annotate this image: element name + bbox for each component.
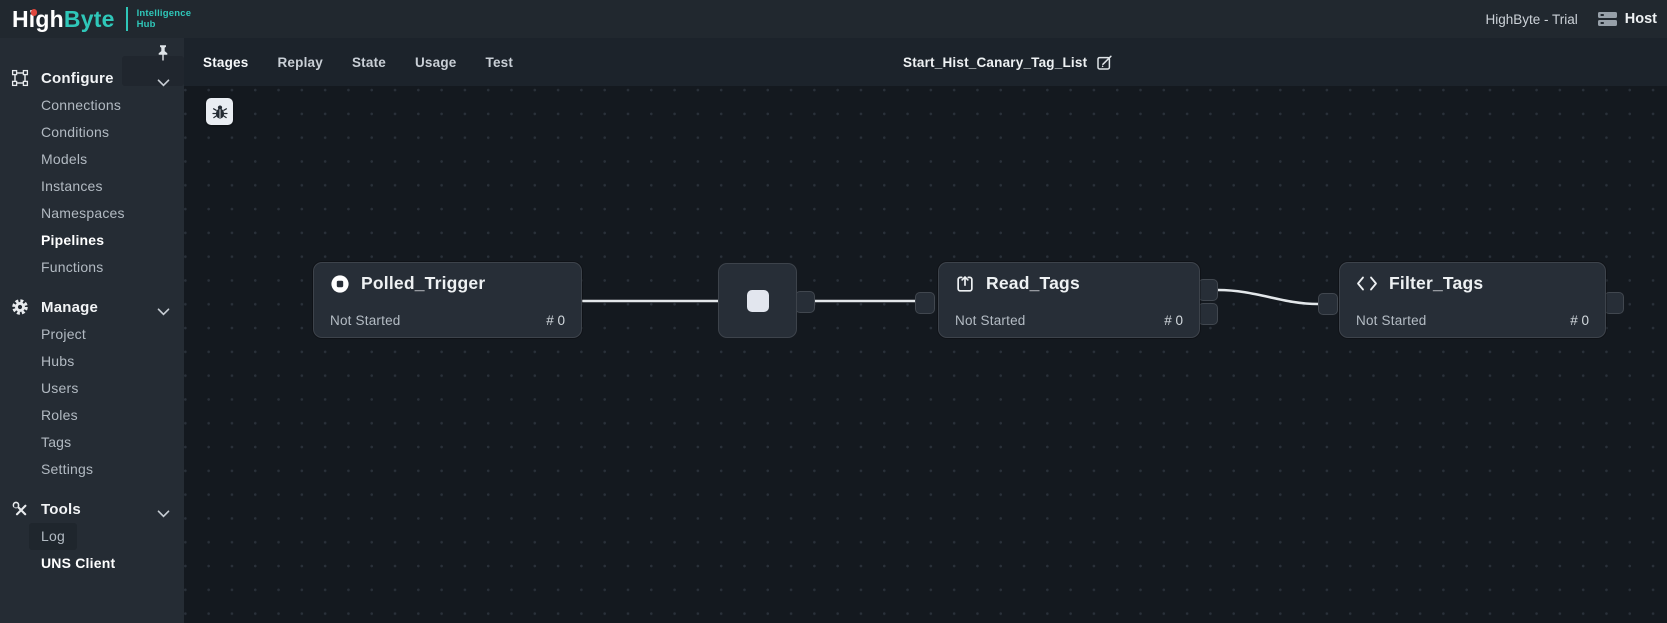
stage-count: # 0 xyxy=(1164,313,1183,328)
code-brackets-icon xyxy=(1356,275,1378,292)
pipeline-canvas[interactable]: Polled_Trigger Not Started # 0 Read_Tags… xyxy=(184,86,1667,623)
chevron-down-icon[interactable] xyxy=(157,505,170,523)
stage-title: Polled_Trigger xyxy=(361,273,486,293)
sidebar-item-connections[interactable]: Connections xyxy=(41,97,122,113)
sidebar-item-pipelines[interactable]: Pipelines xyxy=(41,232,105,248)
stage-status: Not Started xyxy=(1356,313,1427,328)
sidebar-collapse-zone[interactable] xyxy=(122,56,184,86)
square-icon xyxy=(746,289,769,312)
sidebar-item-instances[interactable]: Instances xyxy=(41,178,103,194)
stage-status: Not Started xyxy=(330,313,401,328)
sidebar-header-manage[interactable]: Manage xyxy=(0,293,184,321)
pipeline-tab-bar: Stages Replay State Usage Test Start_His… xyxy=(184,38,1667,86)
filter-tags-output-port[interactable] xyxy=(1604,292,1624,314)
stage-status: Not Started xyxy=(955,313,1026,328)
polled-trigger-icon xyxy=(330,274,350,294)
tagline-line1: Intelligence xyxy=(136,8,192,19)
brand-high: High xyxy=(12,6,64,32)
sidebar-header-configure[interactable]: Configure xyxy=(0,64,184,92)
logo-tagline: Intelligence Hub xyxy=(137,8,192,30)
license-label: HighByte - Trial xyxy=(1485,11,1578,27)
top-bar: HighByte Intelligence Hub HighByte - Tri… xyxy=(0,0,1667,38)
logo-red-dot xyxy=(30,9,37,16)
read-tags-output-port-top[interactable] xyxy=(1198,279,1218,301)
sidebar-item-tags[interactable]: Tags xyxy=(41,434,72,450)
chevron-down-icon[interactable] xyxy=(157,303,170,321)
sidebar-item-conditions[interactable]: Conditions xyxy=(41,124,110,140)
tagline-line2: Hub xyxy=(136,19,156,30)
stage-polled-trigger[interactable]: Polled_Trigger Not Started # 0 xyxy=(313,262,582,338)
server-stack-icon xyxy=(1597,11,1617,27)
sidebar-item-uns-client[interactable]: UNS Client xyxy=(41,555,116,571)
sidebar-item-functions[interactable]: Functions xyxy=(41,259,104,275)
sidebar-nav: Configure Connections Conditions Models … xyxy=(0,38,184,623)
host-label: Host xyxy=(1624,11,1657,27)
edit-pencil-icon[interactable] xyxy=(1096,54,1113,71)
filter-tags-input-port[interactable] xyxy=(1318,293,1338,315)
pin-icon[interactable] xyxy=(155,44,173,64)
tools-icon xyxy=(10,499,30,519)
read-arrow-icon xyxy=(955,274,975,294)
tab-test[interactable]: Test xyxy=(485,54,514,70)
sidebar-item-namespaces[interactable]: Namespaces xyxy=(41,205,125,221)
sidebar-label-configure: Configure xyxy=(41,69,114,87)
sidebar-label-tools: Tools xyxy=(41,500,81,518)
debug-button[interactable] xyxy=(206,98,233,125)
stage-count: # 0 xyxy=(546,313,565,328)
sidebar-label-manage: Manage xyxy=(41,298,99,316)
section-tools: Tools Log UNS Client xyxy=(0,495,184,577)
brand-byte: Byte xyxy=(63,6,115,32)
sidebar-item-hubs[interactable]: Hubs xyxy=(41,353,75,369)
highbyte-logo: HighByte Intelligence Hub xyxy=(0,0,191,38)
tab-state[interactable]: State xyxy=(351,54,386,70)
connection-lines xyxy=(580,288,1320,306)
host-menu[interactable]: Host xyxy=(1597,11,1657,27)
section-manage: Manage Project Hubs Users Roles Tags Set… xyxy=(0,293,184,483)
sidebar-item-log[interactable]: Log xyxy=(29,523,77,550)
pipeline-title: Start_Hist_Canary_Tag_List xyxy=(903,54,1088,70)
sidebar-header-tools[interactable]: Tools xyxy=(0,495,184,523)
logo-divider xyxy=(125,7,128,31)
tab-stages[interactable]: Stages xyxy=(203,54,249,70)
sidebar-item-users[interactable]: Users xyxy=(41,380,79,396)
tab-usage[interactable]: Usage xyxy=(414,54,457,70)
stage-filter-tags[interactable]: Filter_Tags Not Started # 0 xyxy=(1339,262,1606,338)
stage-title: Read_Tags xyxy=(986,273,1080,293)
configure-nodes-icon xyxy=(10,68,30,88)
section-configure: Configure Connections Conditions Models … xyxy=(0,64,184,281)
stage-title: Filter_Tags xyxy=(1389,273,1484,293)
sidebar-item-settings[interactable]: Settings xyxy=(41,461,94,477)
bug-icon xyxy=(211,104,228,120)
stage-read-tags[interactable]: Read_Tags Not Started # 0 xyxy=(938,262,1200,338)
mini-node-output-port[interactable] xyxy=(795,291,815,313)
connection-read-to-filter xyxy=(1216,288,1320,306)
stage-count: # 0 xyxy=(1570,313,1589,328)
sidebar-item-models[interactable]: Models xyxy=(41,151,88,167)
stage-mini-node[interactable] xyxy=(718,263,797,338)
read-tags-input-port[interactable] xyxy=(915,292,935,314)
sidebar-item-roles[interactable]: Roles xyxy=(41,407,78,423)
brand-text: HighByte xyxy=(12,0,115,38)
read-tags-output-port-bottom[interactable] xyxy=(1198,303,1218,325)
tab-replay[interactable]: Replay xyxy=(277,54,323,70)
sidebar-item-project[interactable]: Project xyxy=(41,326,86,342)
chevron-down-icon[interactable] xyxy=(157,74,170,92)
gear-icon xyxy=(10,297,30,317)
